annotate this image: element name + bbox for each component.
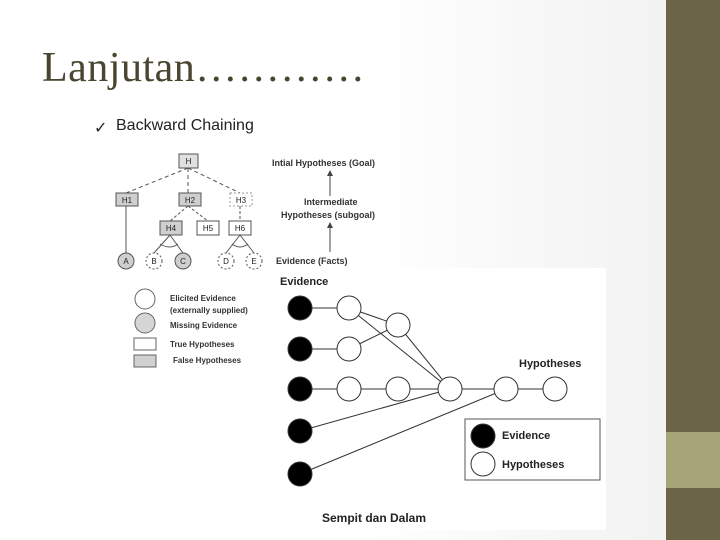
legend-hypothesis-icon xyxy=(470,451,496,477)
hypothesis-node xyxy=(542,376,568,402)
fact-d xyxy=(217,252,235,270)
check-icon: ✓ xyxy=(94,120,108,137)
evidence-node xyxy=(287,418,313,444)
fact-e xyxy=(245,252,263,270)
node-h6-label: H6 xyxy=(235,224,246,233)
fact-b-label: B xyxy=(151,257,156,266)
node-h4-label: H4 xyxy=(166,224,177,233)
node-h-label: H xyxy=(186,157,192,166)
tree-diagram: H H1 H2 H3 H4 H5 H6 A B C D E Intial Hyp… xyxy=(115,153,375,368)
legend-elicited-icon xyxy=(134,288,156,310)
node-h3 xyxy=(229,192,253,207)
legend-elicited-label: Elicited Evidence xyxy=(170,294,236,303)
node-h6 xyxy=(228,220,252,236)
network-diagram: Evidence Hypotheses Evidence Hypothese xyxy=(260,268,606,530)
network-legend-hypotheses-label: Hypotheses xyxy=(502,459,564,471)
fact-b xyxy=(145,252,163,270)
slide-title: Lanjutan………… xyxy=(42,45,366,91)
fact-d-label: D xyxy=(223,257,229,266)
bullet-text: Backward Chaining xyxy=(116,117,254,134)
network-caption: Sempit dan Dalam xyxy=(322,511,426,525)
legend-missing-label: Missing Evidence xyxy=(170,321,238,330)
hypothesis-node xyxy=(437,376,463,402)
legend-elicited-sublabel: (externally supplied) xyxy=(170,306,248,315)
legend-true-label: True Hypotheses xyxy=(170,340,235,349)
hypothesis-node xyxy=(336,336,362,362)
hypothesis-node xyxy=(336,295,362,321)
evidence-node xyxy=(287,376,313,402)
node-h3-label: H3 xyxy=(236,196,247,205)
evidence-node xyxy=(287,461,313,487)
node-h5-label: H5 xyxy=(203,224,214,233)
fact-c-label: C xyxy=(180,257,186,266)
hypothesis-node xyxy=(385,312,411,338)
level-facts-label: Evidence (Facts) xyxy=(276,256,348,266)
legend-true-icon xyxy=(133,337,157,351)
level-intermediate-label-2: Hypotheses (subgoal) xyxy=(281,210,375,220)
arrow-up-icon xyxy=(327,222,333,228)
fact-a-label: A xyxy=(123,257,129,266)
hypothesis-node xyxy=(493,376,519,402)
legend-false-icon xyxy=(133,354,157,368)
fact-a xyxy=(117,252,135,270)
level-intermediate-label-1: Intermediate xyxy=(304,197,358,207)
node-h xyxy=(178,153,199,169)
hypothesis-node xyxy=(385,376,411,402)
arrow-up-icon xyxy=(327,170,333,176)
node-h2 xyxy=(178,192,202,207)
node-h5 xyxy=(196,220,220,236)
network-evidence-label: Evidence xyxy=(280,276,328,288)
legend-false-label: False Hypotheses xyxy=(173,356,242,365)
network-hypotheses-label: Hypotheses xyxy=(519,358,581,370)
node-h4 xyxy=(159,220,183,236)
fact-c xyxy=(174,252,192,270)
node-h2-label: H2 xyxy=(185,196,196,205)
legend-missing-icon xyxy=(134,312,156,334)
fact-e-label: E xyxy=(251,257,256,266)
evidence-node xyxy=(287,336,313,362)
evidence-node xyxy=(287,295,313,321)
node-h1-label: H1 xyxy=(122,196,133,205)
level-goal-label: Intial Hypotheses (Goal) xyxy=(272,158,375,168)
right-accent-block xyxy=(666,432,720,488)
network-legend-evidence-label: Evidence xyxy=(502,430,550,442)
node-h1 xyxy=(115,192,139,207)
hypothesis-node xyxy=(336,376,362,402)
legend-evidence-icon xyxy=(470,423,496,449)
